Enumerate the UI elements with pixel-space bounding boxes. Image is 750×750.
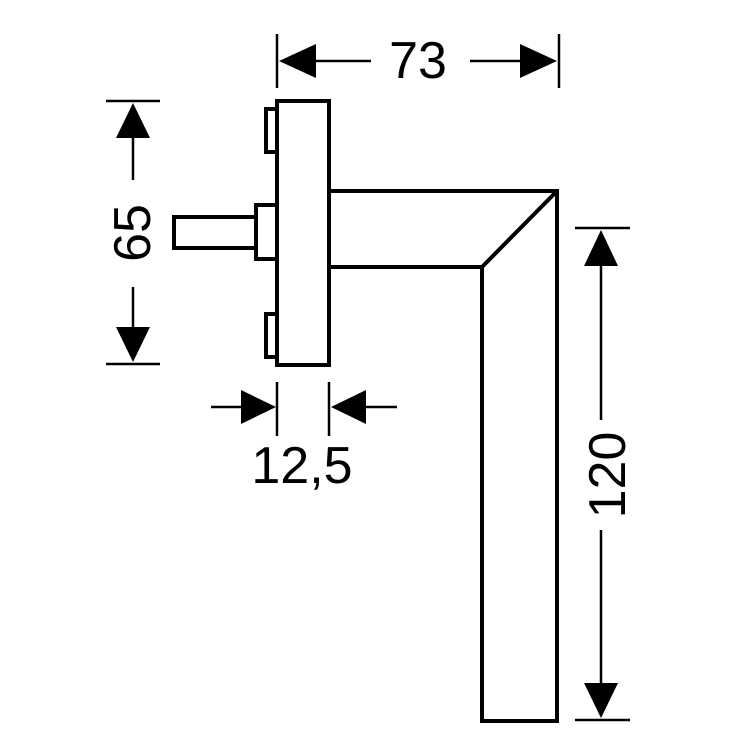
dimension-lever-length-label: 120 bbox=[579, 432, 637, 519]
arrow-up bbox=[116, 103, 150, 138]
arrow-left bbox=[331, 390, 366, 424]
dimension-rosette-height: 65 bbox=[104, 99, 162, 366]
arrow-down bbox=[584, 683, 618, 718]
dimension-rosette-depth: 12,5 bbox=[211, 382, 397, 495]
lever bbox=[329, 189, 559, 723]
arrow-right bbox=[520, 44, 557, 78]
handle-outline bbox=[172, 99, 559, 723]
top-screw-boss bbox=[264, 107, 277, 154]
dimension-rosette-depth-label: 12,5 bbox=[251, 437, 352, 495]
spindle-collar bbox=[254, 203, 277, 261]
spindle bbox=[172, 215, 256, 250]
bottom-screw-boss bbox=[264, 312, 277, 359]
dimension-rosette-height-label: 65 bbox=[104, 204, 162, 262]
lever-mitre-line bbox=[480, 189, 559, 269]
arrow-down bbox=[116, 327, 150, 362]
arrow-left bbox=[279, 44, 316, 78]
dimension-width-label: 73 bbox=[389, 32, 447, 90]
dimension-lever-length: 120 bbox=[575, 226, 637, 722]
dimension-width: 73 bbox=[275, 32, 561, 90]
arrow-right bbox=[241, 390, 276, 424]
arrow-up bbox=[584, 230, 618, 266]
rosette-plate bbox=[275, 99, 331, 367]
